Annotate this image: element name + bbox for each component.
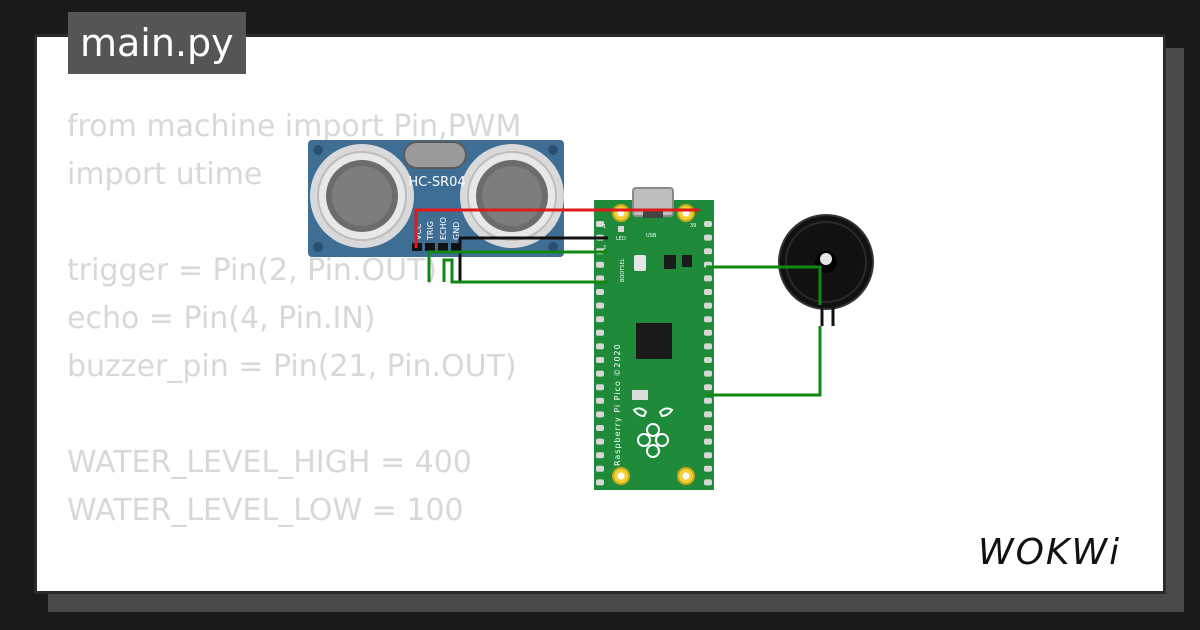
code-line: from machine import Pin,PWM: [67, 109, 522, 144]
wire-buzzer-a[interactable]: [706, 265, 822, 305]
header-pin[interactable]: [596, 479, 604, 486]
led-label: LED: [616, 236, 626, 242]
code-preview: from machine import Pin,PWM import utime t…: [67, 103, 522, 591]
onboard-led: [618, 226, 624, 232]
header-pin[interactable]: [704, 384, 712, 391]
sensor-label: HC-SR04: [408, 175, 465, 190]
board-silkscreen: Raspberry Pi Pico ©2020: [613, 343, 622, 466]
hc-sr04-sensor[interactable]: HC-SR04 VCC TRIG ECHO GND: [308, 140, 564, 257]
header-pin[interactable]: [704, 248, 712, 255]
buzzer[interactable]: [778, 214, 874, 326]
header-pin[interactable]: [596, 370, 604, 377]
header-pin[interactable]: [704, 397, 712, 404]
raspberry-pi-pico[interactable]: LED USB 1 2 39 BOOTSEL Raspberry Pi Pico…: [594, 187, 714, 490]
transducer-right: [460, 144, 564, 248]
wire-vcc[interactable]: [414, 208, 700, 248]
header-pin[interactable]: [704, 479, 712, 486]
header-pin[interactable]: [704, 452, 712, 459]
header-pin[interactable]: [596, 329, 604, 336]
code-line: WATER_LEVEL_HIGH = 400: [67, 445, 472, 480]
pin-label-trig: TRIG: [426, 221, 435, 241]
bootsel-label: BOOTSEL: [620, 258, 626, 282]
header-pin[interactable]: [704, 316, 712, 323]
header-pin[interactable]: [704, 465, 712, 472]
header-pin[interactable]: [704, 275, 712, 282]
wokwi-logo-text: WOKWi: [978, 532, 1121, 573]
header-pin[interactable]: [596, 452, 604, 459]
header-pin[interactable]: [704, 289, 712, 295]
header-pin[interactable]: [596, 425, 604, 431]
wokwi-logo: WOKWi: [978, 532, 1121, 573]
pin-label-vcc: VCC: [414, 223, 423, 240]
pin-trig[interactable]: [425, 243, 435, 251]
code-line: def alert():: [67, 583, 521, 591]
header-pin[interactable]: [596, 465, 604, 472]
pin-1-label: 1: [603, 224, 606, 230]
pin-label-echo: ECHO: [439, 217, 448, 240]
wire-buzzer-b[interactable]: [706, 326, 822, 397]
header-pin[interactable]: [704, 438, 712, 445]
wire-echo[interactable]: [442, 258, 608, 284]
code-line: buzzer_pin = Pin(21, Pin.OUT): [67, 349, 517, 384]
header-pin[interactable]: [596, 316, 604, 323]
header-pin[interactable]: [704, 221, 712, 227]
wires: [414, 208, 822, 397]
wire-trig[interactable]: [427, 250, 608, 282]
header-pin[interactable]: [704, 425, 712, 431]
rp2040-chip: [636, 323, 672, 359]
header-pin[interactable]: [596, 438, 604, 445]
header-pin[interactable]: [596, 357, 604, 363]
header-pin[interactable]: [596, 343, 604, 350]
header-pin[interactable]: [596, 221, 604, 227]
header-pin[interactable]: [704, 302, 712, 309]
header-pin[interactable]: [704, 411, 712, 418]
header-pin[interactable]: [596, 275, 604, 282]
code-line: WATER_LEVEL_LOW = 100: [67, 493, 464, 528]
raspberry-logo-icon: [632, 407, 674, 458]
header-pin[interactable]: [596, 261, 604, 268]
usb-label: USB: [646, 233, 657, 239]
code-line: trigger = Pin(2, Pin.OUT): [67, 253, 438, 288]
file-tab[interactable]: main.py: [68, 12, 246, 74]
pin-39-label: 39: [690, 223, 696, 229]
code-line: import utime: [67, 157, 263, 192]
header-pin[interactable]: [704, 370, 712, 377]
header-pin[interactable]: [596, 384, 604, 391]
header-pin[interactable]: [704, 357, 712, 363]
transducer-left: [310, 144, 414, 248]
bootsel-button[interactable]: [634, 255, 646, 271]
code-line: echo = Pin(4, Pin.IN): [67, 301, 376, 336]
header-pin[interactable]: [596, 397, 604, 404]
header-pin[interactable]: [704, 329, 712, 336]
header-pin[interactable]: [704, 343, 712, 350]
pin-label-gnd: GND: [452, 222, 461, 240]
header-pin[interactable]: [704, 234, 712, 241]
pin-2-label: 2: [603, 245, 606, 251]
pin-gnd[interactable]: [451, 243, 461, 251]
header-pin[interactable]: [596, 302, 604, 309]
pin-echo[interactable]: [438, 243, 448, 251]
header-pin[interactable]: [596, 411, 604, 418]
header-pin[interactable]: [596, 289, 604, 295]
